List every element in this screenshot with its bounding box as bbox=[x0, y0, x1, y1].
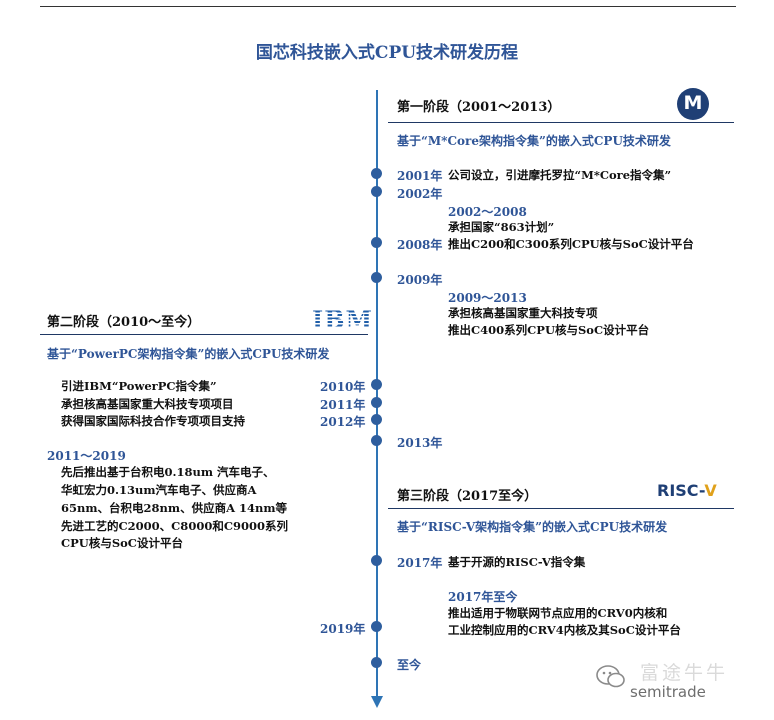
event-2011-2019-line3: 65nm、台积电28nm、供应商A 14nm等 bbox=[61, 501, 288, 515]
event-2002-2008: 承担国家“863计划” bbox=[448, 220, 555, 234]
year-2012: 2012年 bbox=[320, 415, 366, 429]
event-2010: 引进IBM“PowerPC指令集” bbox=[61, 379, 217, 393]
range-2017-now: 2017年至今 bbox=[448, 590, 518, 604]
event-2008: 推出C200和C300系列CPU核与SoC设计平台 bbox=[448, 237, 694, 251]
event-2017-now-a: 推出适用于物联网节点应用的CRV0内核和 bbox=[448, 606, 668, 620]
timeline-dot-2008 bbox=[371, 237, 382, 248]
year-2010: 2010年 bbox=[320, 380, 366, 394]
timeline-dot-2019 bbox=[371, 621, 382, 632]
year-2013: 2013年 bbox=[397, 436, 443, 450]
timeline-dot-2001 bbox=[371, 168, 382, 179]
event-2011: 承担核高基国家重大科技专项项目 bbox=[61, 397, 234, 411]
event-2001: 公司设立，引进摩托罗拉“M*Core指令集” bbox=[448, 168, 672, 182]
stage1-heading: 第一阶段（2001～2013） bbox=[397, 100, 561, 115]
stage1-rule bbox=[388, 122, 734, 123]
label-now: 至今 bbox=[397, 658, 422, 672]
stage2-subtitle: 基于“PowerPC架构指令集”的嵌入式CPU技术研发 bbox=[47, 347, 330, 361]
range-2011-2019: 2011～2019 bbox=[47, 449, 126, 463]
stage3-rule bbox=[388, 508, 734, 509]
year-2002: 2002年 bbox=[397, 187, 443, 201]
risc-v-logo-v: V bbox=[704, 481, 717, 500]
risc-v-logo-r: RISC- bbox=[657, 481, 705, 500]
timeline-dot-2017 bbox=[371, 555, 382, 566]
timeline-dot-2012 bbox=[371, 414, 382, 425]
timeline-dot-2013 bbox=[371, 435, 382, 446]
timeline-axis bbox=[376, 90, 378, 700]
event-2012: 获得国家国际科技合作专项项目支持 bbox=[61, 414, 245, 428]
event-2011-2019-line2: 华虹宏力0.13um汽车电子、供应商A bbox=[61, 483, 257, 497]
top-rule bbox=[40, 6, 736, 7]
event-2009-b: 推出C400系列CPU核与SoC设计平台 bbox=[448, 323, 650, 337]
watermark-cn: 富途牛牛 bbox=[640, 662, 729, 684]
year-2017: 2017年 bbox=[397, 556, 443, 570]
stage2-heading: 第二阶段（2010～至今） bbox=[47, 315, 201, 330]
page-title: 国芯科技嵌入式CPU技术研发历程 bbox=[255, 43, 519, 63]
year-2019: 2019年 bbox=[320, 622, 366, 636]
timeline-dot-2002 bbox=[371, 186, 382, 197]
stage2-rule bbox=[40, 334, 368, 335]
timeline-dot-2009 bbox=[371, 272, 382, 283]
year-2008: 2008年 bbox=[397, 238, 443, 252]
stage1-subtitle: 基于“M*Core架构指令集”的嵌入式CPU技术研发 bbox=[397, 134, 671, 148]
timeline-arrow-icon bbox=[371, 696, 383, 708]
event-2009-a: 承担核高基国家重大科技专项 bbox=[448, 306, 598, 320]
event-2017-now-b: 工业控制应用的CRV4内核及其SoC设计平台 bbox=[448, 623, 681, 637]
year-2011: 2011年 bbox=[320, 398, 366, 412]
watermark-text: semitrade bbox=[630, 683, 706, 701]
range-2009-2013: 2009～2013 bbox=[448, 291, 527, 305]
timeline-dot-now bbox=[371, 657, 382, 668]
event-2017: 基于开源的RISC-V指令集 bbox=[448, 555, 586, 569]
timeline-dot-2010 bbox=[371, 379, 382, 390]
ibm-logo-icon: IBM bbox=[312, 305, 374, 334]
stage3-heading: 第三阶段（2017至今） bbox=[397, 489, 538, 504]
range-2002-2008: 2002～2008 bbox=[448, 205, 527, 219]
event-2011-2019-line5: CPU核与SoC设计平台 bbox=[61, 536, 183, 550]
timeline-dot-2011 bbox=[371, 397, 382, 408]
stage3-subtitle: 基于“RISC-V架构指令集”的嵌入式CPU技术研发 bbox=[397, 520, 668, 534]
motorola-logo-icon: M bbox=[677, 88, 709, 120]
year-2001: 2001年 bbox=[397, 169, 443, 183]
risc-v-logo-icon: RISC-V bbox=[657, 481, 717, 500]
year-2009: 2009年 bbox=[397, 273, 443, 287]
event-2011-2019-line4: 先进工艺的C2000、C8000和C9000系列 bbox=[61, 519, 288, 533]
event-2011-2019-line1: 先后推出基于台积电0.18um 汽车电子、 bbox=[61, 465, 275, 479]
wechat-icon bbox=[596, 665, 625, 688]
